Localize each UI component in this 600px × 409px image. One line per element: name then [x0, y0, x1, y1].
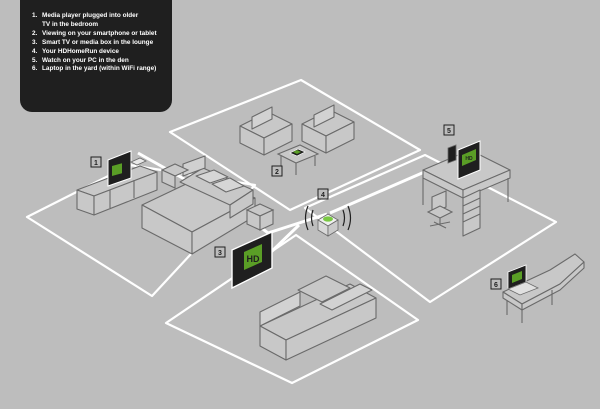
callout-5-label: 5 [447, 128, 451, 135]
pc-monitor: HD [457, 140, 481, 180]
callout-4-label: 4 [321, 192, 325, 199]
legend-item-text: Laptop in the yard (within WiFi range) [42, 65, 157, 73]
callout-1-label: 1 [94, 160, 98, 167]
lounge-area-floor [168, 78, 422, 212]
legend-item-4: 4. Your HDHomeRun device [32, 48, 164, 57]
office-chair [426, 190, 454, 229]
legend-item-5: 5. Watch on your PC in the den [32, 57, 164, 66]
callout-6-label: 6 [494, 282, 498, 289]
floor-plan [25, 78, 558, 385]
callout-1: 1 [90, 156, 102, 168]
legend-item-2: 2. Viewing on your smartphone or tablet [32, 30, 164, 39]
legend-item-number: 5. [32, 56, 38, 64]
legend-item-number: 2. [32, 29, 38, 37]
den-floor [303, 153, 558, 304]
nightstand [160, 163, 190, 189]
laptop-icon [507, 264, 539, 296]
smartphone-icon [289, 148, 306, 157]
callout-3: 3 [214, 246, 226, 258]
link-to-lounge-tv [266, 223, 301, 257]
sofa [259, 275, 377, 361]
callout-6: 6 [490, 278, 502, 290]
media-player [130, 157, 147, 166]
legend-item-number: 3. [32, 38, 38, 46]
hdhomerun-device-icon [304, 205, 352, 237]
legend-item-3: 3. Smart TV or media box in the lounge [32, 39, 164, 48]
legend-item-6: 6. Laptop in the yard (within WiFi range… [32, 65, 164, 74]
nightstand [245, 203, 275, 231]
legend-item-number: 4. [32, 47, 38, 55]
callout-2-label: 2 [275, 169, 279, 176]
callout-5: 5 [443, 124, 455, 136]
pc-screen-logo: HD [465, 156, 473, 162]
bed [141, 155, 256, 255]
callout-4: 4 [317, 188, 329, 200]
legend-item-number: 6. [32, 65, 38, 73]
armchair [239, 106, 293, 156]
armchair [301, 104, 355, 154]
legend-item-text: Watch on your PC in the den [42, 56, 129, 64]
legend-item-text: Your HDHomeRun device [42, 47, 119, 55]
lounge-tv: HD [231, 230, 273, 290]
pc-tower [447, 144, 457, 164]
legend-item-text: Viewing on your smartphone or tablet [42, 29, 157, 37]
lounge-tv-screen-logo: HD [247, 254, 260, 264]
callout-2: 2 [271, 165, 283, 177]
legend-item-number: 1. [32, 12, 38, 19]
bedroom-tv [107, 150, 132, 187]
callout-3-label: 3 [218, 250, 222, 257]
legend-item-text: Smart TV or media box in the lounge [42, 38, 154, 46]
